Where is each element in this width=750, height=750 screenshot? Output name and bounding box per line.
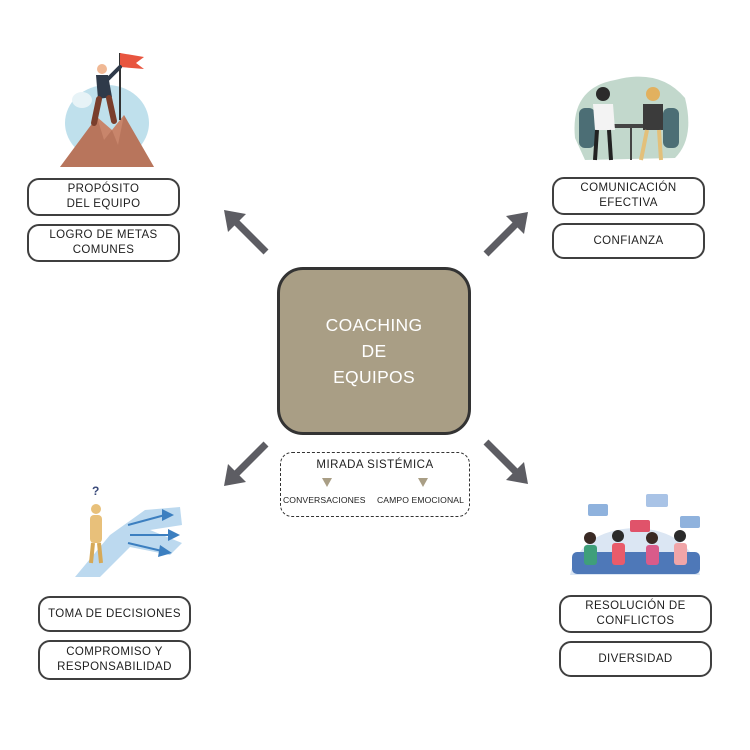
group-discussion-illustration [570,494,700,575]
person-crossroads-illustration: ? [75,484,182,577]
center-coaching-box: COACHING DE EQUIPOS [277,267,471,435]
label-common-goals: LOGRO DE METAS COMUNES [27,224,180,262]
label-trust: CONFIANZA [552,223,705,259]
label-conflict-resolution: RESOLUCIÓN DE CONFLICTOS [559,595,712,633]
systemic-left-label: CONVERSACIONES [283,495,366,505]
label-diversity: DIVERSIDAD [559,641,712,677]
label-effective-communication: COMUNICACIÓN EFECTIVA [552,177,705,215]
systemic-view-box: MIRADA SISTÉMICA CONVERSACIONES CAMPO EM… [280,452,470,517]
label-decision-making: TOMA DE DECISIONES [38,596,191,632]
svg-text:?: ? [92,484,99,498]
systemic-right-label: CAMPO EMOCIONAL [377,495,464,505]
mountain-flag-climber-illustration [60,53,154,167]
triangle-down-icon [418,478,428,487]
triangle-down-icon [322,478,332,487]
label-team-purpose: PROPÓSITO DEL EQUIPO [27,178,180,216]
arrow-up-right-icon [483,212,528,257]
arrow-down-right-icon [483,439,528,484]
label-commitment-responsibility: COMPROMISO Y RESPONSABILIDAD [38,640,191,680]
systemic-title: MIRADA SISTÉMICA [316,459,434,471]
arrow-down-left-icon [224,441,269,486]
arrow-up-left-icon [224,210,269,255]
two-people-meeting-illustration [574,76,689,161]
center-title: COACHING DE EQUIPOS [325,315,423,387]
